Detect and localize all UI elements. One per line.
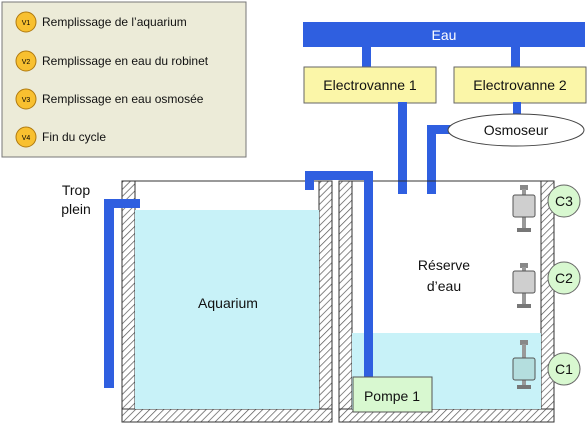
pipe-valve1-to-reserve [398, 102, 407, 194]
legend-badge-v3: V3 [22, 97, 31, 104]
legend-badge-v1: V1 [22, 20, 31, 27]
eau-label: Eau [432, 27, 457, 43]
reserve-label-line2: d’eau [427, 278, 461, 294]
pipe-to-valve1 [362, 46, 371, 68]
electrovanne-1: Electrovanne 1 [303, 66, 437, 104]
osmoseur-label: Osmoseur [484, 122, 549, 138]
legend-label-v3: Remplissage en eau osmosée [42, 92, 204, 106]
electrovanne-2: Electrovanne 2 [453, 66, 587, 104]
tanks [121, 180, 555, 423]
aquarium-water [135, 210, 319, 409]
sensor-badge-c2: C2 [547, 261, 581, 295]
float-sensor-c1 [512, 340, 536, 389]
legend-badge-v4: V4 [22, 135, 31, 142]
electrovanne-2-label: Electrovanne 2 [473, 77, 567, 93]
sensor-c2-label: C2 [555, 270, 573, 286]
legend-label-v2: Remplissage en eau du robinet [42, 54, 209, 68]
overflow-pipe [104, 199, 140, 388]
trop-plein-line1: Trop [62, 182, 90, 198]
legend-label-v1: Remplissage de l’aquarium [42, 15, 187, 29]
trop-plein-line2: plein [61, 201, 91, 217]
pompe-1: Pompe 1 [352, 376, 433, 413]
pipe-valve2-to-osmoseur [513, 102, 521, 118]
pipe-to-valve2 [511, 46, 520, 68]
legend-item-v2: V2 Remplissage en eau du robinet [15, 50, 209, 72]
water-supply: Eau [303, 22, 585, 47]
reserve-label-line1: Réserve [418, 257, 470, 273]
float-sensor-c2 [512, 263, 536, 308]
sensor-badge-c3: C3 [547, 184, 581, 218]
float-sensor-c3 [512, 185, 536, 232]
pompe-1-label: Pompe 1 [364, 388, 420, 404]
legend-label-v4: Fin du cycle [42, 130, 106, 144]
legend: V1 Remplissage de l’aquarium V2 Rempliss… [1, 1, 247, 158]
pipe-osmoseur-to-reserve [427, 125, 452, 194]
aquarium-label: Aquarium [198, 295, 258, 311]
legend-item-v1: V1 Remplissage de l’aquarium [15, 11, 187, 33]
sensor-badge-c1: C1 [547, 352, 581, 386]
electrovanne-1-label: Electrovanne 1 [323, 77, 417, 93]
legend-item-v4: V4 Fin du cycle [15, 126, 106, 148]
legend-badge-v2: V2 [22, 59, 31, 66]
legend-item-v3: V3 Remplissage en eau osmosée [15, 88, 204, 110]
osmoseur: Osmoseur [447, 113, 585, 147]
sensor-c1-label: C1 [555, 361, 573, 377]
pump-pipe [305, 171, 373, 378]
sensor-c3-label: C3 [555, 193, 573, 209]
